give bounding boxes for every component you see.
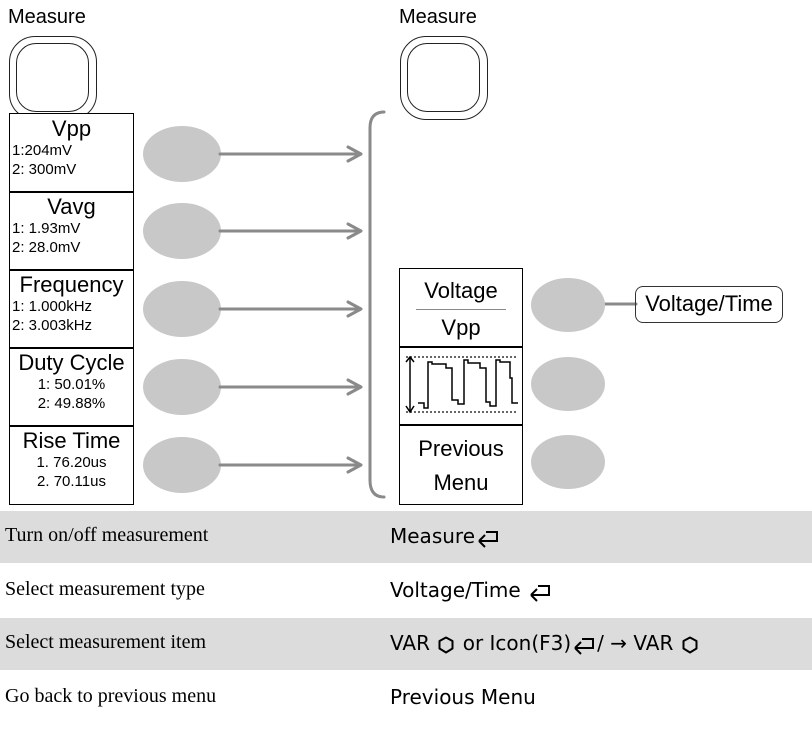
measurement-icon-box: [399, 347, 523, 425]
arrow-head: [346, 222, 363, 240]
arrow-head: [346, 145, 363, 163]
measure-item-ch1: 1:204mV: [12, 142, 73, 159]
measure-item-title: Frequency: [19, 272, 124, 297]
menu-divider: [416, 309, 506, 310]
right-softkey-2[interactable]: [531, 357, 605, 411]
enter-icon: [530, 584, 551, 602]
var-knob-icon: [682, 636, 698, 653]
measure-item-title: Rise Time: [22, 428, 121, 453]
menu-label: Menu: [433, 470, 489, 495]
right-measure-key-face: [407, 43, 480, 112]
enter-icon: [574, 637, 595, 655]
left-softkey-5[interactable]: [143, 437, 221, 493]
arrow-head: [346, 300, 363, 318]
measure-item-vpp: Vpp 1:204mV 2: 300mV: [9, 113, 134, 192]
step-label: Turn on/off measurement: [5, 524, 209, 546]
measure-item-rise-time: Rise Time 1. 76.20us 2. 70.11us: [9, 426, 134, 505]
enter-icon: [478, 530, 498, 548]
right-softkey-1[interactable]: [531, 278, 605, 332]
step-label: Select measurement item: [5, 631, 207, 653]
step-value-text: Voltage/Time: [390, 578, 521, 602]
step-label: Select measurement type: [5, 578, 205, 600]
left-softkey-4[interactable]: [143, 359, 221, 415]
measure-item-title: Vavg: [47, 194, 96, 219]
var-knob-icon: [438, 636, 454, 653]
arrow-head: [346, 378, 363, 396]
step-row: Go back to previous menu Previous Menu: [0, 672, 812, 724]
measure-item-ch2: 2: 49.88%: [37, 395, 106, 412]
step-value: Voltage/Time: [390, 578, 553, 602]
measure-item-ch1: 1: 1.93mV: [12, 220, 81, 237]
measure-item-ch1: 1: 50.01%: [37, 376, 106, 393]
measure-item-ch1: 1: 1.000kHz: [12, 298, 93, 315]
left-softkey-2[interactable]: [143, 203, 221, 259]
measure-item-title: Duty Cycle: [18, 350, 125, 375]
voltage-type-menu-box: Voltage Vpp: [399, 268, 523, 347]
left-softkey-3[interactable]: [143, 281, 221, 337]
measure-item-duty-cycle: Duty Cycle 1: 50.01% 2: 49.88%: [9, 348, 134, 426]
step-value-text: or Icon(F3): [462, 631, 572, 655]
arrow-head: [346, 456, 363, 474]
bracket: [368, 110, 386, 499]
step-value-text: Measure: [390, 524, 475, 548]
right-measure-heading: Measure: [399, 6, 477, 28]
step-row: Select measurement type Voltage/Time: [0, 565, 812, 617]
step-row: Turn on/off measurement Measure: [0, 511, 812, 563]
measure-item-ch2: 2: 3.003kHz: [12, 317, 93, 334]
left-measure-heading: Measure: [8, 6, 86, 28]
step-value: Previous Menu: [390, 685, 536, 709]
step-value: Measure: [390, 524, 501, 548]
left-softkey-1[interactable]: [143, 126, 221, 182]
measure-item-vavg: Vavg 1: 1.93mV 2: 28.0mV: [9, 192, 134, 270]
step-value-text: VAR: [390, 631, 430, 655]
vpp-waveform-icon: [405, 355, 518, 414]
measure-item-ch2: 2. 70.11us: [37, 473, 106, 490]
measure-item-frequency: Frequency 1: 1.000kHz 2: 3.003kHz: [9, 270, 134, 348]
previous-label: Previous: [418, 436, 504, 461]
measure-item-ch1: 1. 76.20us: [36, 454, 107, 471]
voltage-time-callout: Voltage/Time: [635, 286, 783, 323]
step-label: Go back to previous menu: [5, 685, 217, 707]
step-value-text: / → VAR: [597, 631, 674, 655]
measure-item-title: Vpp: [51, 116, 92, 141]
vpp-label: Vpp: [441, 315, 481, 340]
left-measure-key-face: [16, 43, 89, 112]
right-softkey-3[interactable]: [531, 435, 605, 489]
right-measure-key[interactable]: [400, 36, 488, 120]
step-value: VAR or Icon(F3) / → VAR: [390, 631, 700, 655]
step-row: Select measurement item VAR or Icon(F3) /…: [0, 618, 812, 670]
previous-menu-box: Previous Menu: [399, 425, 523, 505]
measure-item-ch2: 2: 300mV: [12, 161, 77, 178]
measure-item-ch2: 2: 28.0mV: [12, 239, 81, 256]
voltage-label: Voltage: [424, 278, 498, 303]
